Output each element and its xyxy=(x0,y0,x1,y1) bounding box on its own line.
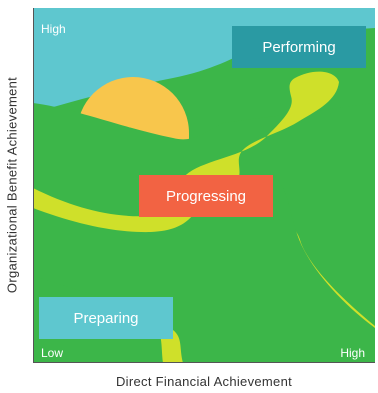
x-axis-label: Direct Financial Achievement xyxy=(115,374,293,389)
y-axis-label: Organizational Benefit Achievement xyxy=(4,76,20,294)
progressing-stage: Progressing xyxy=(139,175,273,217)
performing-stage: Performing xyxy=(232,26,366,68)
path-inner-hill xyxy=(33,172,375,363)
x-high-label: High xyxy=(340,346,365,360)
x-low-label: Low xyxy=(41,346,64,360)
y-high-label: High xyxy=(41,22,66,36)
x-axis-line xyxy=(33,362,375,363)
preparing-stage: Preparing xyxy=(39,297,173,339)
y-axis-line xyxy=(33,8,34,363)
landscape-illustration: High Low High Performing Progressing Pre… xyxy=(33,8,375,363)
